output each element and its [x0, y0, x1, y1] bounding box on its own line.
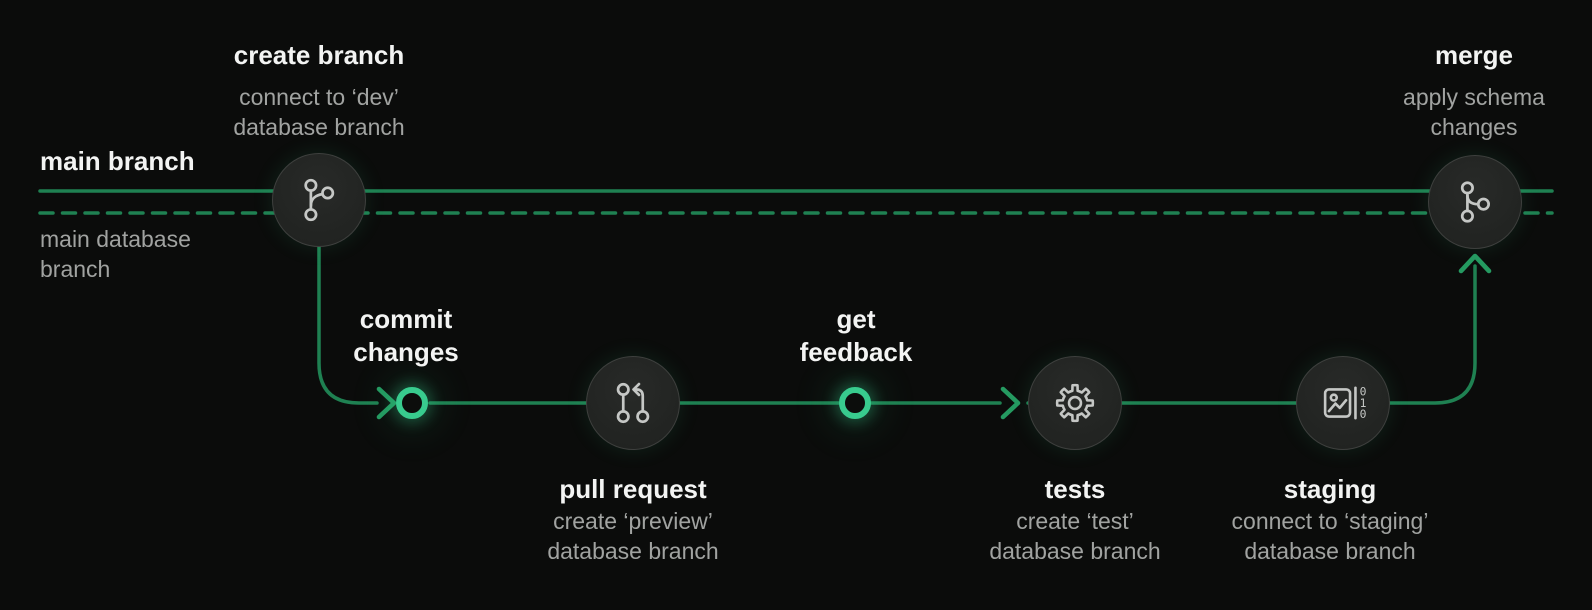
- image-data-icon: 0 1 0: [1323, 384, 1367, 421]
- binary-digit: 0: [1360, 407, 1367, 421]
- git-pull-request-icon: [616, 382, 650, 424]
- staging-node: 0 1 0: [1296, 356, 1390, 450]
- get-feedback-title: get feedback: [799, 304, 913, 367]
- git-merge-icon: [1460, 181, 1491, 223]
- pull-request-node: [586, 356, 680, 450]
- tests-node: [1028, 356, 1122, 450]
- commit-dot: [396, 387, 428, 419]
- merge-title: merge: [1434, 40, 1514, 70]
- merge-subtitle: apply schema changes: [1403, 84, 1545, 140]
- arrow-right-icon: [376, 386, 397, 420]
- gear-icon: [1055, 383, 1095, 423]
- branch-down-connector: [317, 245, 379, 405]
- merge-node: [1428, 155, 1522, 249]
- create-branch-node: [272, 153, 366, 247]
- pull-request-title: pull request: [559, 474, 707, 504]
- binary-digit: 0: [1360, 384, 1367, 398]
- tests-title: tests: [1044, 474, 1106, 504]
- create-branch-title: create branch: [233, 40, 405, 70]
- staging-subtitle: connect to ‘staging’ database branch: [1231, 508, 1429, 564]
- tests-subtitle: create ‘test’ database branch: [989, 508, 1161, 564]
- merge-up-connector: [1026, 264, 1477, 405]
- main-database-branch-label: main database branch: [40, 226, 191, 282]
- staging-title: staging: [1283, 474, 1377, 504]
- commit-changes-title: commit changes: [353, 304, 459, 367]
- binary-digit: 1: [1360, 396, 1367, 410]
- git-branch-icon: [304, 178, 335, 222]
- arrow-right-icon: [1000, 386, 1021, 420]
- arrow-up-icon: [1458, 253, 1492, 274]
- main-branch-label: main branch: [40, 146, 195, 176]
- create-branch-subtitle: connect to ‘dev’ database branch: [233, 84, 405, 140]
- feedback-dot: [839, 387, 871, 419]
- pull-request-subtitle: create ‘preview’ database branch: [547, 508, 719, 564]
